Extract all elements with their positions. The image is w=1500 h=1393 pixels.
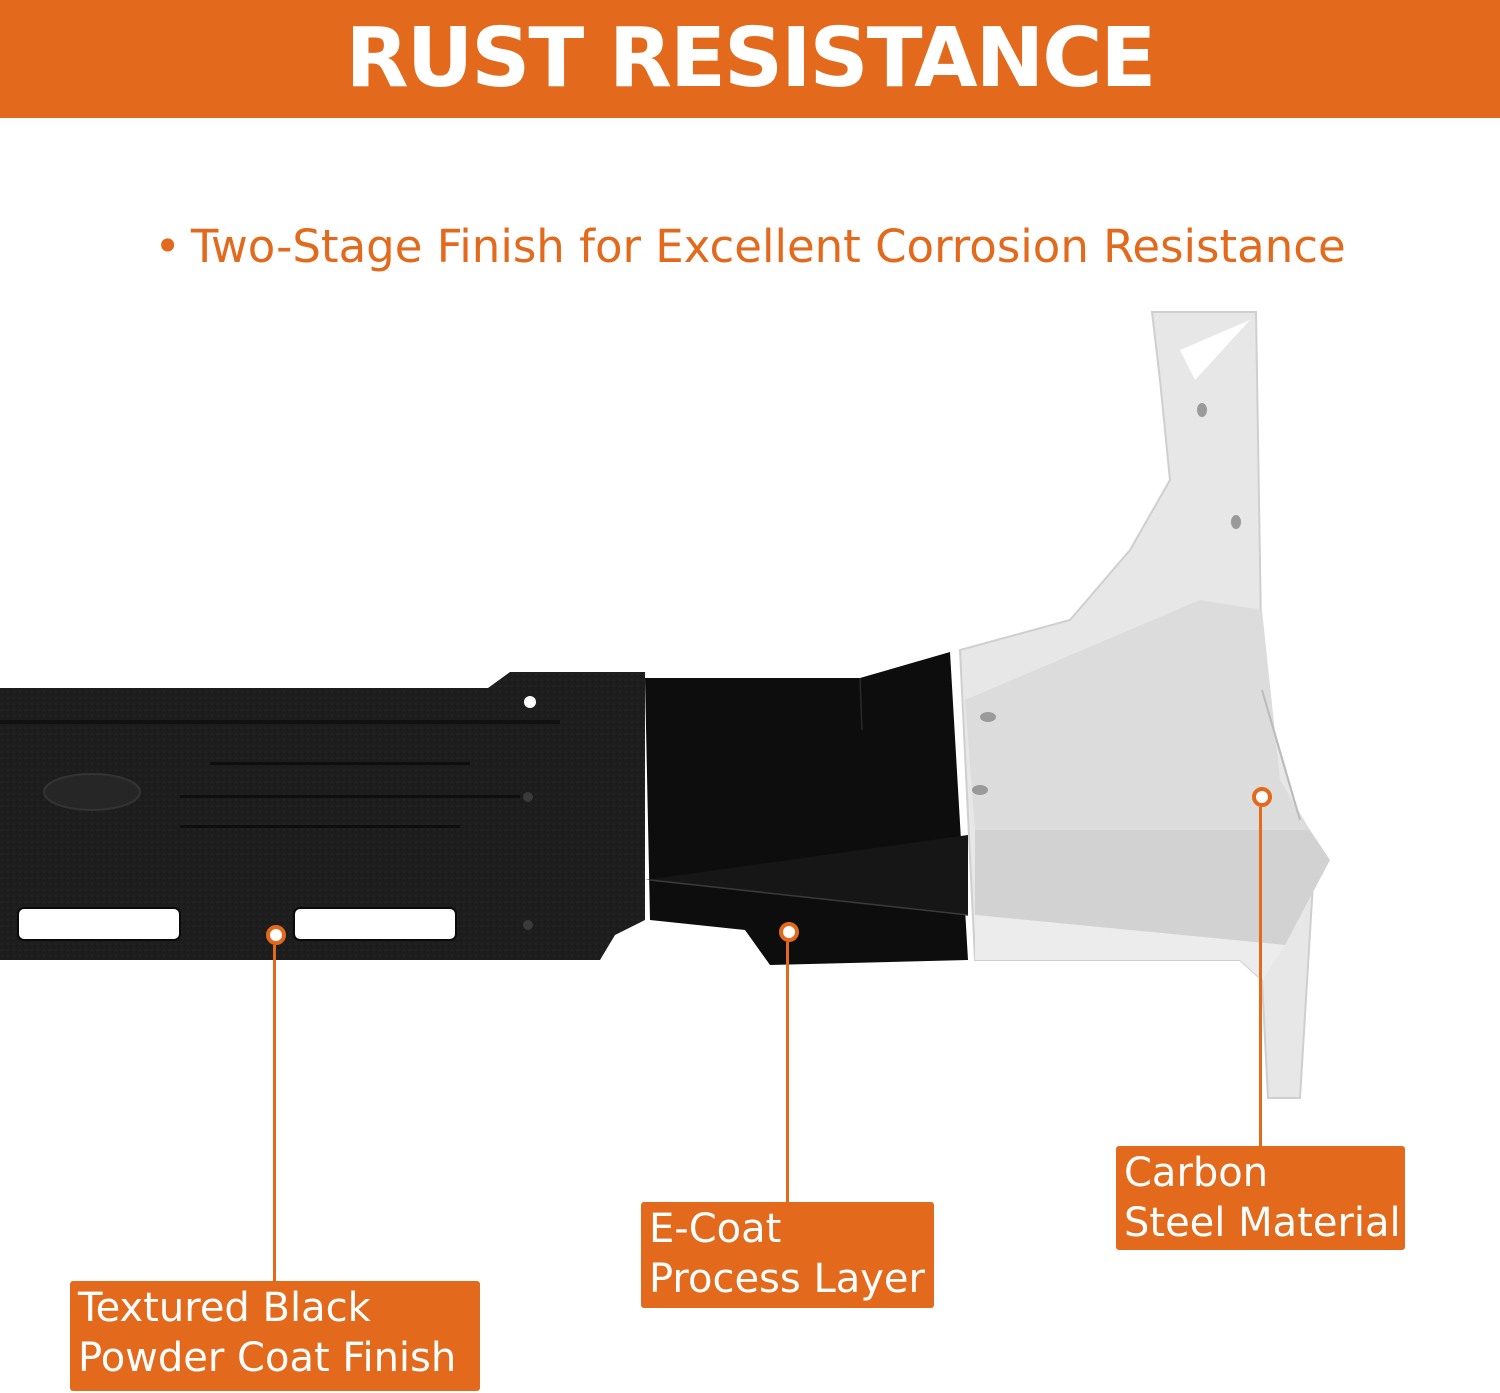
callout-marker-powder-coat bbox=[266, 925, 286, 945]
callout-label-e-coat: E-Coat Process Layer bbox=[641, 1202, 934, 1308]
powder-coat-section bbox=[0, 672, 645, 960]
e-coat-section bbox=[645, 652, 969, 965]
page-title: RUST RESISTANCE bbox=[345, 11, 1157, 106]
callout-label-line: Process Layer bbox=[649, 1256, 925, 1302]
carbon-steel-section bbox=[958, 311, 1330, 1099]
callout-label-line: Powder Coat Finish bbox=[78, 1335, 457, 1381]
bullet-icon: • bbox=[154, 220, 181, 273]
callout-label-powder-coat: Textured Black Powder Coat Finish bbox=[70, 1281, 480, 1391]
rack-illustration bbox=[0, 311, 1330, 1099]
subtitle-text: Two-Stage Finish for Excellent Corrosion… bbox=[190, 220, 1346, 273]
callout-label-line: Steel Material bbox=[1124, 1200, 1401, 1246]
callout-marker-carbon-steel bbox=[1252, 787, 1272, 807]
callout-label-line: Textured Black bbox=[78, 1285, 371, 1331]
callout-label-line: Carbon bbox=[1124, 1150, 1269, 1196]
callout-line-carbon-steel bbox=[1259, 807, 1262, 1147]
callout-marker-e-coat bbox=[779, 922, 799, 942]
callout-line-e-coat bbox=[786, 942, 789, 1204]
feature-subtitle: •Two-Stage Finish for Excellent Corrosio… bbox=[0, 224, 1500, 269]
callout-label-carbon-steel: Carbon Steel Material bbox=[1116, 1146, 1405, 1250]
callout-label-line: E-Coat bbox=[649, 1206, 782, 1252]
header-banner: RUST RESISTANCE bbox=[0, 0, 1500, 118]
callout-line-powder-coat bbox=[273, 945, 276, 1283]
